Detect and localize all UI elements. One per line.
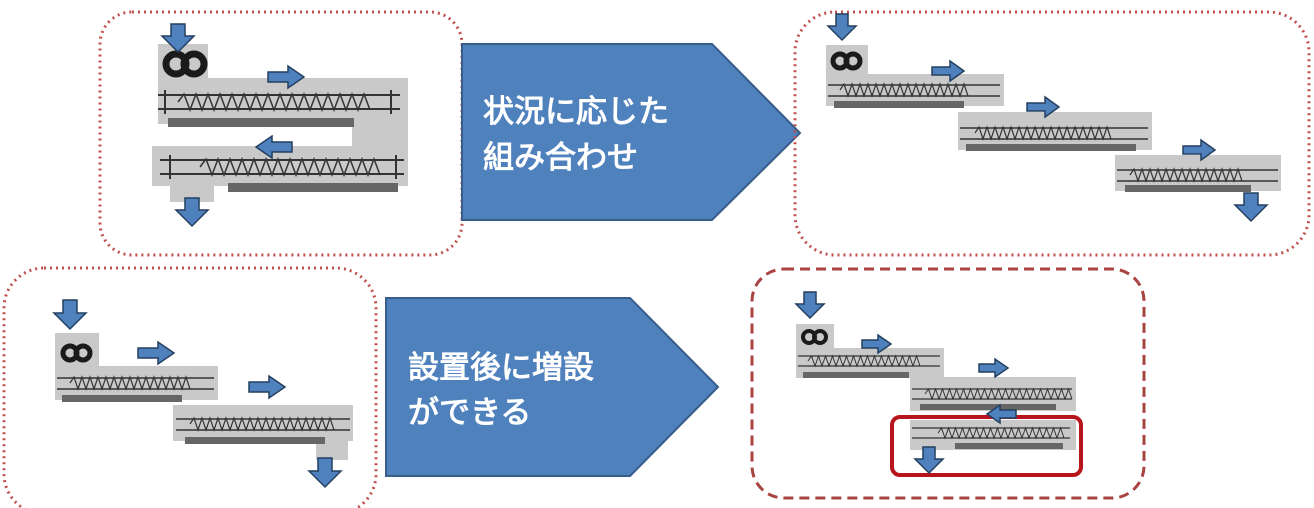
screw-conveyor: [912, 426, 1070, 449]
screw-conveyor: [1117, 167, 1278, 192]
down-arrow-icon: [794, 291, 826, 320]
left-arrow-icon: [985, 403, 1017, 425]
panel-border: [98, 10, 464, 257]
down-arrow-icon: [913, 446, 945, 475]
panel-bottom-left: [2, 266, 378, 508]
down-arrow-icon: [52, 299, 88, 331]
callout-label-line: 組み合わせ: [483, 140, 638, 176]
panel-border: [2, 266, 378, 508]
screw-conveyor: [798, 354, 940, 378]
screw-conveyor: [57, 375, 214, 402]
left-arrow-icon: [254, 134, 293, 160]
down-arrow-icon: [1233, 192, 1269, 223]
callout-label-line: 設置後に増設: [408, 350, 594, 386]
callout-label-line: ができる: [408, 395, 531, 431]
panel-top-left: [98, 10, 464, 257]
right-arrow-icon: [267, 64, 306, 90]
hopper-icon: [801, 329, 828, 345]
panel-border: [793, 10, 1311, 257]
down-arrow-icon: [174, 197, 210, 228]
panel-bottom-right: [750, 267, 1146, 500]
hopper-icon: [60, 343, 93, 363]
added-unit-highlight: [890, 415, 1083, 477]
callout-label-line: 状況に応じた: [483, 94, 669, 130]
conveyor-backing: [826, 45, 1281, 191]
screw-conveyor: [158, 90, 400, 127]
screw-conveyor: [960, 125, 1148, 151]
panel-top-right: [793, 10, 1311, 257]
callout-arrow: 設置後に増設 ができる: [385, 297, 720, 477]
conveyor-backing: [55, 333, 353, 460]
right-arrow-icon: [978, 357, 1010, 379]
hopper-icon: [162, 50, 208, 78]
callout-arrow: 状況に応じた 組み合わせ: [461, 43, 802, 221]
right-arrow-icon: [931, 59, 966, 83]
panel-border: [750, 267, 1146, 500]
right-arrow-icon: [1182, 138, 1217, 162]
right-arrow-icon: [248, 374, 287, 400]
down-arrow-icon: [160, 23, 196, 54]
down-arrow-icon: [307, 457, 343, 489]
screw-conveyor: [160, 155, 404, 192]
hopper-icon: [830, 51, 863, 71]
screw-conveyor: [828, 82, 1000, 108]
down-arrow-icon: [826, 13, 858, 42]
screw-conveyor: [176, 416, 350, 444]
right-arrow-icon: [137, 340, 176, 366]
screw-conveyor: [912, 387, 1073, 410]
right-arrow-icon: [861, 333, 893, 355]
right-arrow-icon: [1026, 95, 1061, 119]
